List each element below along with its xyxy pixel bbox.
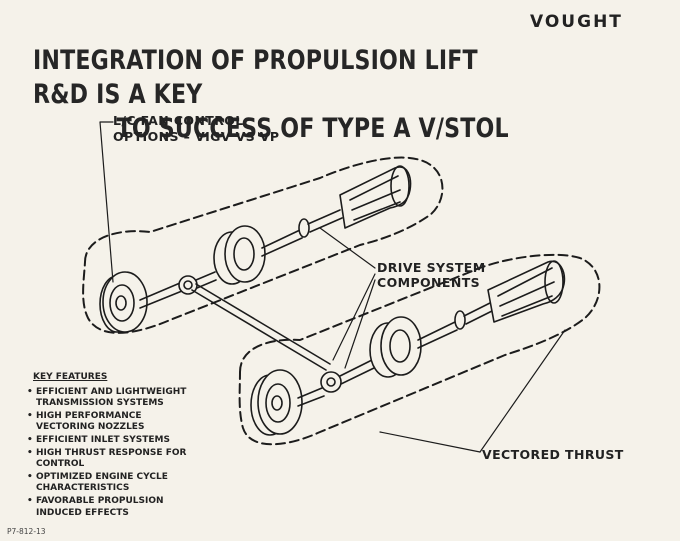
key-features-list: •EFFICIENT AND LIGHTWEIGHT TRANSMISSION … [27, 387, 227, 520]
key-feature-item: •FAVORABLE PROPULSION INDUCED EFFECTS [27, 496, 227, 519]
bullet-icon: • [27, 496, 33, 508]
bullet-icon: • [27, 387, 33, 399]
drive-system-line-2: COMPONENTS [377, 275, 486, 290]
key-feature-item: •OPTIMIZED ENGINE CYCLE CHARACTERISTICS [27, 472, 227, 495]
drive-system-label: DRIVE SYSTEM COMPONENTS [377, 260, 486, 290]
key-features-panel: KEY FEATURES •EFFICIENT AND LIGHTWEIGHT … [27, 372, 227, 520]
key-features-heading: KEY FEATURES [27, 372, 227, 384]
bullet-icon: • [27, 448, 33, 460]
bullet-icon: • [27, 472, 33, 484]
document-code: P7-812-13 [7, 527, 46, 536]
key-feature-item: •EFFICIENT AND LIGHTWEIGHT TRANSMISSION … [27, 387, 227, 410]
key-feature-item: •HIGH PERFORMANCE VECTORING NOZZLES [27, 411, 227, 434]
upper-engine-assembly [100, 166, 410, 332]
drive-system-line-1: DRIVE SYSTEM [377, 260, 486, 275]
fan-control-line-1: L/C FAN CONTROL [113, 113, 279, 129]
cross-shaft [192, 284, 330, 370]
bullet-icon: • [27, 411, 33, 423]
fan-control-label: L/C FAN CONTROL OPTIONS – VIGV VS VP [113, 113, 279, 145]
bullet-icon: • [27, 435, 33, 447]
key-feature-item: •EFFICIENT INLET SYSTEMS [27, 435, 227, 447]
fan-control-line-2: OPTIONS – VIGV VS VP [113, 129, 279, 145]
key-feature-item: •HIGH THRUST RESPONSE FOR CONTROL [27, 448, 227, 471]
vectored-thrust-label: VECTORED THRUST [482, 447, 624, 462]
